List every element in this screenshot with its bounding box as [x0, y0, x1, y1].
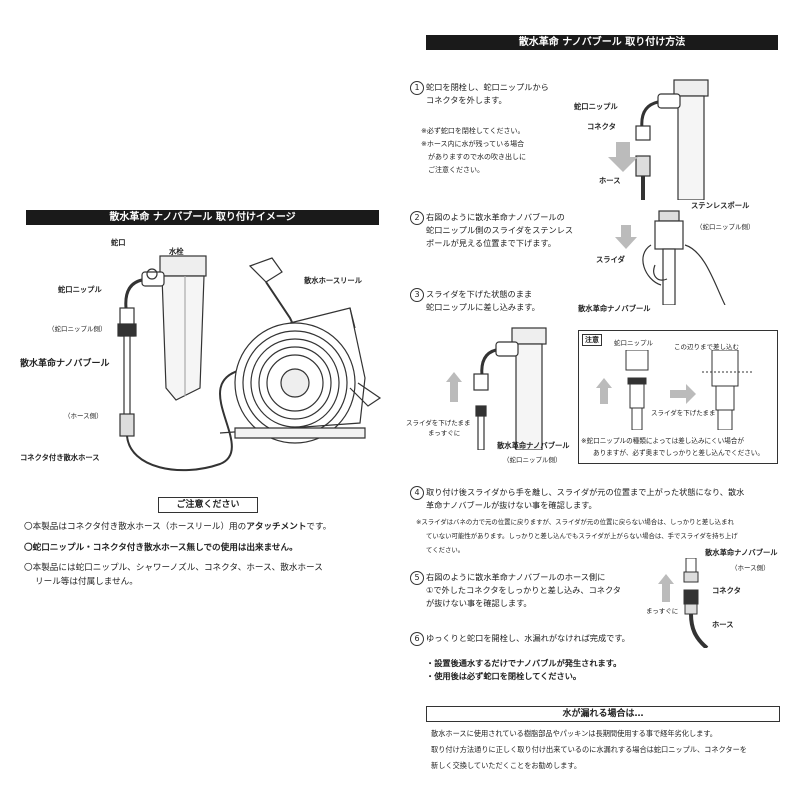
step-1-illustration: [608, 79, 709, 200]
caution-nipple-label: 蛇口ニップル: [614, 339, 653, 347]
note-1-text-b: アタッチメント: [246, 522, 307, 532]
step-3-label-straight: スライダを下げたまま: [406, 419, 471, 427]
leak-line3: 新しく交換していただくことをお勧めします。: [431, 761, 582, 770]
step-1-label-nipple: 蛇口ニップル: [574, 102, 618, 111]
step-4-note2: ていない可能性があります。しっかりと差し込んでもスライダが上がらない場合は、手で…: [426, 532, 738, 540]
leak-line2: 取り付け方法通りに正しく取り付け出来ているのに水漏れする場合は蛇口ニップル、コネ…: [431, 745, 747, 754]
leak-line1: 散水ホースに使用されている樹脂部品やパッキンは長期間使用する事で経年劣化します。: [431, 729, 717, 738]
step-5-line3: が抜けない事を確認します。: [426, 598, 532, 608]
faucet-label: 蛇口: [111, 238, 126, 247]
hose-side-label: （ホース側）: [64, 412, 103, 420]
step-5-line2: ①で外したコネクタをしっかりと差し込み、コネクタ: [426, 585, 621, 595]
note-3b: リール等は付属しません。: [35, 577, 138, 587]
step-1-line2: コネクタを外します。: [426, 95, 507, 105]
step-5-label-straight: まっすぐに: [646, 607, 679, 615]
step-5-label-connector: コネクタ: [712, 586, 741, 595]
water-post-label: 水栓: [169, 247, 184, 256]
note-1-text-a: 〇本製品はコネクタ付き散水ホース（ホースリール）用の: [24, 522, 247, 532]
step-1-note3: がありますので水の吹き出しに: [428, 153, 526, 161]
step-5-line1: 右図のように散水革命ナノバブールのホース側に: [426, 572, 606, 582]
step-5-label-hose: ホース: [712, 620, 734, 629]
step-3-label-nipple-side: （蛇口ニップル側）: [503, 456, 562, 464]
note-3a: 〇本製品には蛇口ニップル、シャワーノズル、コネクタ、ホース、散水ホース: [24, 563, 323, 573]
step-1-note4: ご注意ください。: [428, 166, 484, 174]
caution-insert-label: この辺りまで差し込む: [674, 343, 739, 351]
connector-hose-label: コネクタ付き散水ホース: [20, 453, 100, 462]
step-5-label-product: 散水革命ナノバブール: [705, 548, 778, 557]
step-1-label-hose: ホース: [599, 176, 621, 185]
note-2: 〇蛇口ニップル・コネクタ付き散水ホース無しでの使用は出来ません。: [24, 543, 298, 553]
step-3-number: 3: [410, 288, 424, 302]
step-5-label-hose-side: （ホース側）: [731, 564, 770, 572]
step-2-label-nipple-side: （蛇口ニップル側）: [696, 223, 755, 231]
step-6-number: 6: [410, 632, 424, 646]
caution-note-2: ありますが、必ず奥までしっかりと差し込んでください。: [593, 449, 764, 457]
installation-image-illustration: [117, 255, 382, 472]
nipple-side-label: （蛇口ニップル側）: [48, 325, 107, 333]
step-6-bullet2: ・使用後は必ず蛇口を閉栓してください。: [426, 671, 582, 681]
step-3-label-product: 散水革命ナノバブール: [497, 441, 570, 450]
step-2-number: 2: [410, 211, 424, 225]
notice-title: ご注意ください: [158, 497, 258, 513]
step-4-note1: ※スライダはバネの力で元の位置に戻りますが、スライダが元の位置に戻らない場合は、…: [416, 518, 734, 526]
note-1: 〇本製品はコネクタ付き散水ホース（ホースリール）用のアタッチメントです。: [24, 521, 331, 534]
caution-tag: 注意: [582, 334, 602, 346]
faucet-nipple-label: 蛇口ニップル: [58, 285, 102, 294]
step-1-note2: ※ホース内に水が残っている場合: [421, 140, 525, 148]
step-3-line2: 蛇口ニップルに差し込みます。: [426, 302, 540, 312]
step-2-label-pole: ステンレスポール: [691, 201, 750, 210]
step-2-illustration: [615, 210, 726, 305]
step-1-note1: ※必ず蛇口を閉栓してください。: [421, 127, 525, 135]
step-4-line1: 取り付け後スライダから手を離し、スライダが元の位置まで上がった状態になり、散水: [426, 487, 745, 497]
step-6-bullet1: ・設置後通水するだけでナノバブルが発生されます。: [426, 658, 622, 668]
step-1-label-connector: コネクタ: [587, 122, 616, 131]
step-6-line1: ゆっくりと蛇口を開栓し、水漏れがなければ完成です。: [426, 633, 630, 643]
step-5-number: 5: [410, 571, 424, 585]
hose-reel-label: 散水ホースリール: [304, 276, 363, 285]
step-3-line1: スライダを下げた状態のまま: [426, 289, 533, 299]
step-4-number: 4: [410, 486, 424, 500]
step-5-illustration: [658, 558, 709, 648]
step-2-line2-a: 蛇口ニップル側のスライダを: [426, 225, 533, 235]
leak-title: 水が漏れる場合は…: [426, 706, 780, 722]
caution-slider-label: スライダを下げたまま: [651, 409, 716, 417]
caution-note-1: ※蛇口ニップルの種類によっては差し込みにくい場合が: [581, 437, 744, 445]
step-3-illustration: [446, 327, 547, 450]
step-2-line2-b: ステンレス: [532, 225, 574, 235]
step-3-label-straight2: まっすぐに: [428, 429, 461, 437]
step-2-line2: 蛇口ニップル側のスライダをステンレス: [426, 224, 573, 237]
step-1-number: 1: [410, 81, 424, 95]
right-section-header: 散水革命 ナノバブール 取り付け方法: [426, 35, 778, 50]
product-name-label: 散水革命ナノバブール: [20, 359, 110, 369]
step-4-note3: てください。: [426, 546, 465, 554]
step-3-label-product-top: 散水革命ナノバブール: [578, 304, 651, 313]
step-2-line1: 右図のように散水革命ナノバブールの: [426, 212, 565, 222]
step-2-line3: ポールが見える位置まで下げます。: [426, 238, 556, 248]
step-1-line1: 蛇口を閉栓し、蛇口ニップルから: [426, 82, 549, 92]
step-4-line2: 革命ナノバブールが抜けない事を確認します。: [426, 500, 597, 510]
caution-box: [578, 330, 778, 464]
caution-illustration: [596, 350, 752, 430]
note-1-text-c: です。: [306, 522, 332, 532]
step-2-label-slider: スライダ: [596, 255, 625, 264]
left-section-header: 散水革命 ナノバブール 取り付けイメージ: [26, 210, 379, 225]
